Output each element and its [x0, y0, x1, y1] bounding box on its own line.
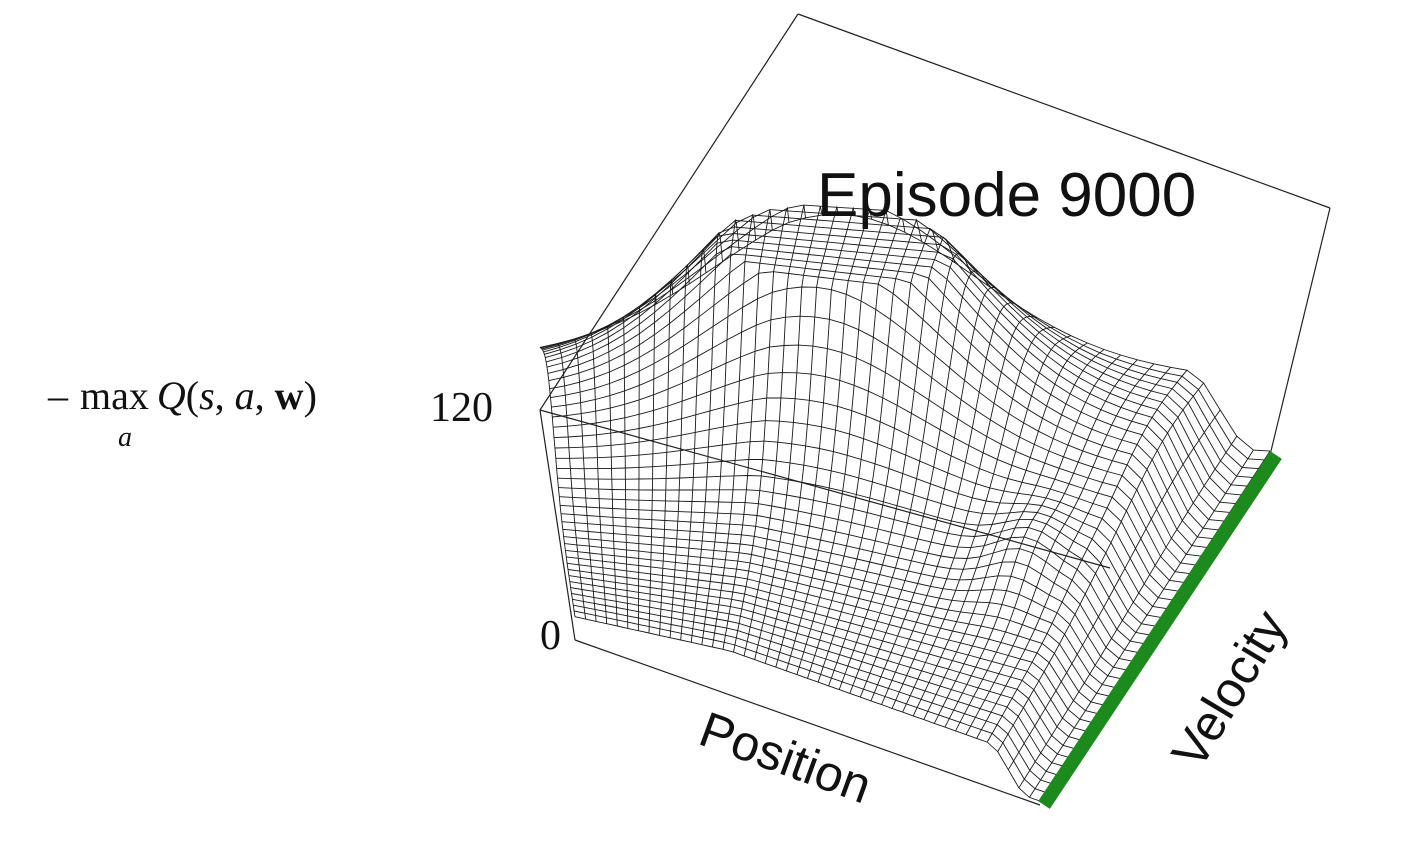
- mesh-line-velocity: [554, 420, 1173, 601]
- mesh-line-velocity: [543, 219, 1248, 487]
- mesh-line-velocity: [563, 536, 1115, 688]
- bounding-box-back: [539, 13, 1331, 641]
- mesh-line-velocity: [552, 344, 1190, 575]
- z-label-subscript: a: [118, 422, 132, 453]
- mesh-line-velocity: [546, 246, 1225, 522]
- mesh-line-velocity: [560, 504, 1138, 653]
- box-edge-right-vertical: [1269, 207, 1331, 456]
- box-edge-front-bottom: [574, 639, 1041, 806]
- mesh-line-velocity: [553, 372, 1184, 583]
- z-label-minus: –: [48, 373, 68, 418]
- z-tick-120: 120: [430, 385, 493, 431]
- mesh-line-velocity: [565, 549, 1104, 706]
- mesh-line-velocity: [545, 233, 1236, 505]
- mesh-line-position: [637, 305, 640, 631]
- mesh-line-velocity: [567, 562, 1092, 723]
- mesh-line-position: [849, 252, 972, 694]
- mesh-line-velocity: [574, 610, 1046, 793]
- mesh-line-velocity: [547, 253, 1219, 531]
- mesh-line-velocity: [558, 487, 1150, 636]
- mesh-line-velocity: [540, 204, 1265, 461]
- mesh-line-velocity: [562, 528, 1121, 680]
- mesh-line-velocity: [573, 604, 1052, 785]
- mesh-line-velocity: [556, 459, 1161, 618]
- mesh-line-velocity: [571, 593, 1064, 767]
- mesh-line-position: [648, 293, 657, 634]
- box-edge-back-top: [797, 13, 1331, 209]
- mesh-line-velocity: [564, 543, 1110, 697]
- mesh-line-position: [912, 335, 1072, 717]
- mesh-line-velocity: [549, 271, 1207, 548]
- mesh-line-position: [539, 347, 576, 617]
- mesh-line-velocity: [551, 315, 1196, 566]
- mesh-line-velocity: [567, 569, 1087, 732]
- mesh-line-velocity: [548, 261, 1213, 540]
- box-edge-left-vertical: [539, 409, 576, 641]
- mesh-line-position: [828, 227, 939, 687]
- mesh-line-velocity: [574, 616, 1041, 802]
- mesh-line-velocity: [560, 513, 1133, 662]
- mesh-line-velocity: [541, 209, 1259, 470]
- mesh-line-velocity: [545, 239, 1230, 513]
- mesh-line-velocity: [539, 213, 1271, 452]
- mesh-line-position: [870, 287, 1005, 702]
- mesh-line-velocity: [568, 575, 1081, 741]
- mesh-line-velocity: [542, 214, 1253, 478]
- box-edge-mid: [539, 409, 1111, 569]
- chart-title: Episode 9000: [817, 161, 1197, 230]
- surface-mesh: [539, 204, 1271, 802]
- mesh-line-velocity: [555, 440, 1167, 610]
- mesh-line-velocity: [572, 598, 1058, 776]
- mesh-line-velocity: [559, 496, 1144, 645]
- z-tick-0: 0: [540, 613, 561, 659]
- mesh-line-velocity: [570, 587, 1069, 758]
- bounding-box-front: [574, 639, 1041, 806]
- mesh-line-velocity: [561, 521, 1127, 671]
- mesh-line-position: [838, 236, 956, 690]
- velocity-axis-highlight: [1038, 451, 1282, 809]
- mesh-line-velocity: [550, 286, 1202, 557]
- mesh-line-velocity: [566, 556, 1098, 715]
- mesh-line-velocity: [557, 475, 1156, 627]
- mesh-line-velocity: [553, 397, 1179, 592]
- mesh-line-velocity: [569, 581, 1075, 750]
- mesh-line-position: [997, 382, 1204, 752]
- box-edge-back-vertical: [539, 13, 799, 411]
